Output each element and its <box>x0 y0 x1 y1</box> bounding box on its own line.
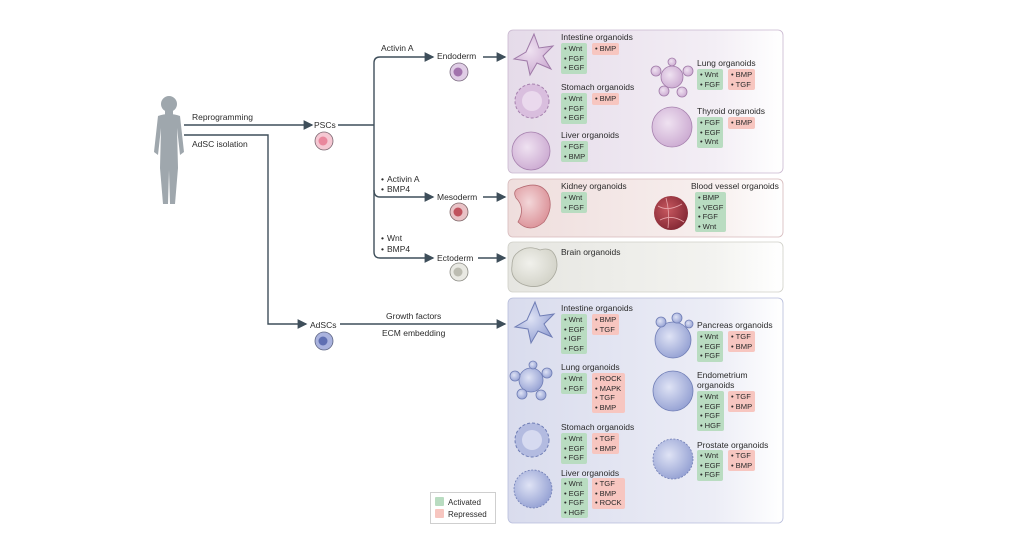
ectoderm-arrow <box>373 190 435 263</box>
organoid-title: Stomach organoids <box>561 422 635 432</box>
repressed-box: BMP <box>592 93 620 105</box>
endoderm-cell-icon <box>449 62 469 82</box>
legend-repressed: Repressed <box>435 509 487 520</box>
organoid-title: Endometrium organoids <box>697 370 748 390</box>
lung-organoid-icon <box>650 57 694 98</box>
repressed-box: TGFBMPROCK <box>592 478 625 509</box>
activated-box: BMPVEGFFGFWnt <box>695 192 727 233</box>
liver-organoid-icon <box>511 131 551 171</box>
repressed-box: TGFBMP <box>592 433 620 455</box>
ectoderm-cell-icon <box>449 262 469 282</box>
psc-cell-icon <box>314 131 334 151</box>
adsc-prostate-organoid-icon <box>652 438 694 480</box>
activated-box: WntEGFFGF <box>561 433 588 464</box>
meso-factor-1: Activin A <box>381 174 420 184</box>
legend-activated: Activated <box>435 497 481 508</box>
endoderm-label: Endoderm <box>437 51 477 61</box>
meso-factor-2: BMP4 <box>381 184 410 194</box>
repressed-box: TGFBMP <box>728 450 756 472</box>
adscs-label: AdSCs <box>310 320 337 330</box>
adsc-lung-organoid-icon <box>509 360 553 401</box>
activated-box: WntFGF <box>561 192 587 214</box>
adsc-intestine-organoid-icon <box>513 300 556 345</box>
organoid-title: Lung organoids <box>697 58 756 68</box>
organoid-title: Liver organoids <box>561 468 620 478</box>
repressed-box: ROCKMAPKTGFBMP <box>592 373 625 414</box>
repressed-box: BMPTGF <box>592 314 620 336</box>
adsc-cell-icon <box>314 331 334 351</box>
mesoderm-cell-icon <box>449 202 469 222</box>
organoid-title: Pancreas organoids <box>697 320 773 330</box>
organoid-title: Intestine organoids <box>561 32 633 42</box>
repressed-box: BMP <box>728 117 756 129</box>
adsc-isolation-label: AdSC isolation <box>192 139 248 149</box>
human-silhouette-icon <box>154 96 184 204</box>
organoid-title: Thyroid organoids <box>697 106 766 116</box>
activated-box: WntEGFFGFHGF <box>561 478 588 519</box>
kidney-organoid-icon <box>514 184 551 229</box>
repressed-box: TGFBMP <box>728 391 756 413</box>
organoid-title: Liver organoids <box>561 130 620 140</box>
adsc-liver-organoid-icon <box>513 469 553 509</box>
repressed-swatch <box>435 509 444 518</box>
endoderm-arrow <box>373 52 435 125</box>
activated-box: FGFBMP <box>561 141 589 163</box>
ecm-embedding-label: ECM embedding <box>382 328 446 338</box>
organoid-title: Lung organoids <box>561 362 620 372</box>
activin-a-label: Activin A <box>381 43 414 53</box>
ecto-factor-1: Wnt <box>381 233 402 243</box>
stomach-organoid-icon <box>514 83 550 119</box>
adsc-pancreas-organoid-icon <box>654 312 694 359</box>
organoid-title: Brain organoids <box>561 247 621 257</box>
activated-swatch <box>435 497 444 506</box>
activated-box: WntEGFIGFFGF <box>561 314 588 355</box>
legend: Activated Repressed <box>430 492 496 524</box>
organoid-title: Blood vessel organoids <box>691 181 779 191</box>
repressed-box: TGFBMP <box>728 331 756 353</box>
activated-box: WntEGFFGF <box>697 331 724 362</box>
adsc-stomach-organoid-icon <box>514 422 550 458</box>
activated-box: WntFGFEGF <box>561 43 588 74</box>
ectoderm-label: Ectoderm <box>437 253 474 263</box>
thyroid-organoid-icon <box>651 106 693 148</box>
growth-factors-label: Growth factors <box>386 311 442 321</box>
activated-box: FGFEGFWnt <box>697 117 724 148</box>
adsc-endometrium-organoid-icon <box>652 370 694 412</box>
adsc-isolation-arrow <box>184 134 308 329</box>
mesoderm-label: Mesoderm <box>437 192 478 202</box>
blood-vessel-organoid-icon <box>654 196 688 230</box>
intestine-organoid-icon <box>512 32 555 77</box>
activated-box: WntFGF <box>561 373 587 395</box>
activated-box: WntFGF <box>697 69 723 91</box>
ectoderm-panel <box>507 241 784 293</box>
brain-organoid-icon <box>511 247 558 287</box>
organoid-title: Intestine organoids <box>561 303 633 313</box>
activated-box: WntFGFEGF <box>561 93 588 124</box>
activated-box: WntEGFFGFHGF <box>697 391 724 432</box>
organoid-title: Kidney organoids <box>561 181 627 191</box>
reprogramming-label: Reprogramming <box>192 112 253 122</box>
pscs-label: PSCs <box>314 120 336 130</box>
repressed-box: BMPTGF <box>728 69 756 91</box>
organoid-title: Stomach organoids <box>561 82 635 92</box>
organoid-title: Prostate organoids <box>697 440 769 450</box>
repressed-box: BMP <box>592 43 620 55</box>
ecto-factor-2: BMP4 <box>381 244 410 254</box>
activated-box: WntEGFFGF <box>697 450 724 481</box>
